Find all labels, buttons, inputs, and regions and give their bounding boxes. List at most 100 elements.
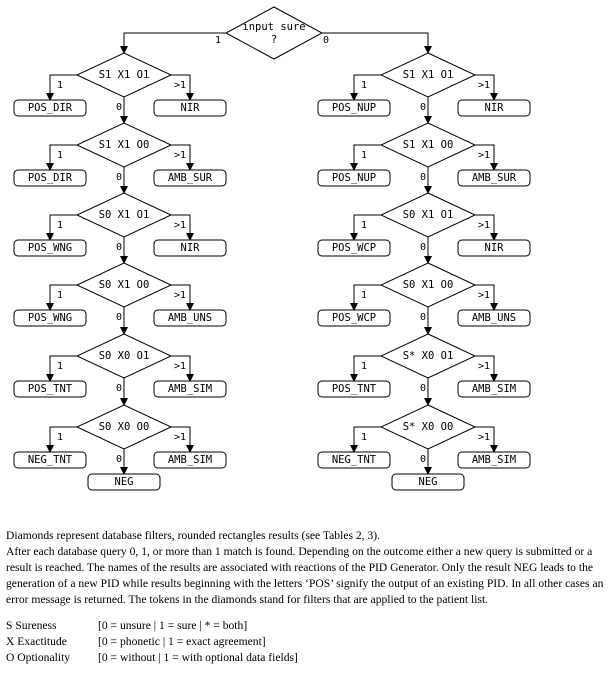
edge-one bbox=[350, 214, 381, 241]
edge-label-one: 1 bbox=[361, 150, 367, 161]
edge-label-one: 1 bbox=[57, 290, 63, 301]
legend-row-optionality: O Optionality [0 = without | 1 = with op… bbox=[6, 650, 604, 666]
edge-more bbox=[475, 144, 498, 171]
result-label: AMB_SIM bbox=[168, 454, 212, 466]
edge-root-yes bbox=[120, 32, 226, 54]
end-label: NEG bbox=[115, 476, 134, 488]
legend-key: X Exactitude bbox=[6, 635, 67, 648]
result-box bbox=[153, 99, 227, 117]
filter-label: S1 X1 O0 bbox=[403, 139, 454, 151]
filter-label: S0 X1 O0 bbox=[99, 279, 150, 291]
edge-label-zero: 0 bbox=[420, 172, 426, 183]
edge-label-zero: 0 bbox=[420, 383, 426, 394]
result-label: AMB_SIM bbox=[168, 383, 212, 395]
result-label: POS_WNG bbox=[28, 312, 72, 324]
legend-key: S Sureness bbox=[6, 619, 57, 632]
result-box bbox=[317, 99, 391, 117]
edge-one bbox=[350, 426, 381, 453]
edge-label-more: >1 bbox=[174, 361, 186, 372]
edge-label-zero: 0 bbox=[116, 312, 122, 323]
edge-label-more: >1 bbox=[478, 150, 490, 161]
result-box bbox=[13, 380, 87, 398]
edge-label-zero: 0 bbox=[420, 242, 426, 253]
filter-label: S* X0 O0 bbox=[403, 421, 454, 433]
result-box bbox=[317, 451, 391, 469]
end-label: NEG bbox=[419, 476, 438, 488]
edge-more bbox=[475, 284, 498, 311]
caption: Diamonds represent database filters, rou… bbox=[6, 528, 604, 666]
legend: S Sureness [0 = unsure | 1 = sure | * = … bbox=[6, 618, 604, 666]
edge-one bbox=[350, 284, 381, 311]
edge-label-more: >1 bbox=[174, 80, 186, 91]
result-box bbox=[457, 309, 531, 327]
edge-label-no: 0 bbox=[323, 35, 329, 46]
edge-more bbox=[475, 214, 498, 241]
result-box bbox=[153, 380, 227, 398]
legend-value: [0 = phonetic | 1 = exact agreement] bbox=[98, 635, 266, 648]
root-label: input sure bbox=[242, 21, 305, 33]
edge-more bbox=[171, 426, 194, 453]
legend-value: [0 = without | 1 = with optional data fi… bbox=[98, 651, 298, 664]
edge-label-one: 1 bbox=[361, 361, 367, 372]
result-box bbox=[317, 309, 391, 327]
result-label: POS_DIR bbox=[28, 172, 73, 184]
edge-label-one: 1 bbox=[57, 432, 63, 443]
edge-one bbox=[46, 214, 77, 241]
edge-label-one: 1 bbox=[57, 220, 63, 231]
result-label: NIR bbox=[485, 102, 505, 114]
result-box bbox=[457, 451, 531, 469]
edge-one bbox=[46, 355, 77, 382]
edge-more bbox=[475, 426, 498, 453]
edge-label-one: 1 bbox=[361, 220, 367, 231]
result-label: NEG_TNT bbox=[28, 454, 73, 466]
result-label: POS_WNG bbox=[28, 242, 72, 254]
edge-label-one: 1 bbox=[57, 361, 63, 372]
edge-one bbox=[46, 284, 77, 311]
edge-one bbox=[46, 144, 77, 171]
edge-label-one: 1 bbox=[361, 432, 367, 443]
filter-label: S0 X1 O0 bbox=[403, 279, 454, 291]
edge-label-zero: 0 bbox=[420, 454, 426, 465]
edge-more bbox=[171, 284, 194, 311]
result-label: POS_NUP bbox=[332, 172, 376, 184]
result-box bbox=[13, 309, 87, 327]
result-label: AMB_SUR bbox=[472, 172, 517, 184]
edge-label-zero: 0 bbox=[116, 172, 122, 183]
result-label: POS_NUP bbox=[332, 102, 376, 114]
result-label: AMB_UNS bbox=[472, 312, 516, 324]
edge-label-yes: 1 bbox=[215, 35, 221, 46]
result-box bbox=[457, 99, 531, 117]
edge-one bbox=[46, 426, 77, 453]
result-box bbox=[153, 169, 227, 187]
result-label: AMB_SIM bbox=[472, 454, 516, 466]
result-label: POS_WCP bbox=[332, 242, 376, 254]
edge-root-no bbox=[322, 32, 432, 54]
result-box bbox=[13, 451, 87, 469]
result-label: NEG_TNT bbox=[332, 454, 377, 466]
legend-row-exactitude: X Exactitude [0 = phonetic | 1 = exact a… bbox=[6, 634, 604, 650]
filter-label: S0 X0 O1 bbox=[99, 350, 150, 362]
edge-one bbox=[350, 144, 381, 171]
result-label: AMB_UNS bbox=[168, 312, 212, 324]
edge-label-more: >1 bbox=[174, 220, 186, 231]
edge-label-more: >1 bbox=[478, 361, 490, 372]
result-box bbox=[153, 309, 227, 327]
filter-label: S1 X1 O0 bbox=[99, 139, 150, 151]
result-box bbox=[457, 380, 531, 398]
result-box bbox=[457, 239, 531, 257]
edge-label-more: >1 bbox=[174, 290, 186, 301]
edge-label-zero: 0 bbox=[116, 454, 122, 465]
result-box bbox=[13, 99, 87, 117]
result-label: AMB_SIM bbox=[472, 383, 516, 395]
edge-more bbox=[171, 355, 194, 382]
legend-value: [0 = unsure | 1 = sure | * = both] bbox=[98, 619, 248, 632]
result-label: POS_WCP bbox=[332, 312, 376, 324]
edge-one bbox=[46, 74, 77, 101]
result-box bbox=[13, 239, 87, 257]
result-label: NIR bbox=[485, 242, 505, 254]
result-box bbox=[457, 169, 531, 187]
legend-row-sureness: S Sureness [0 = unsure | 1 = sure | * = … bbox=[6, 618, 604, 634]
edge-label-more: >1 bbox=[478, 290, 490, 301]
edge-one bbox=[350, 355, 381, 382]
